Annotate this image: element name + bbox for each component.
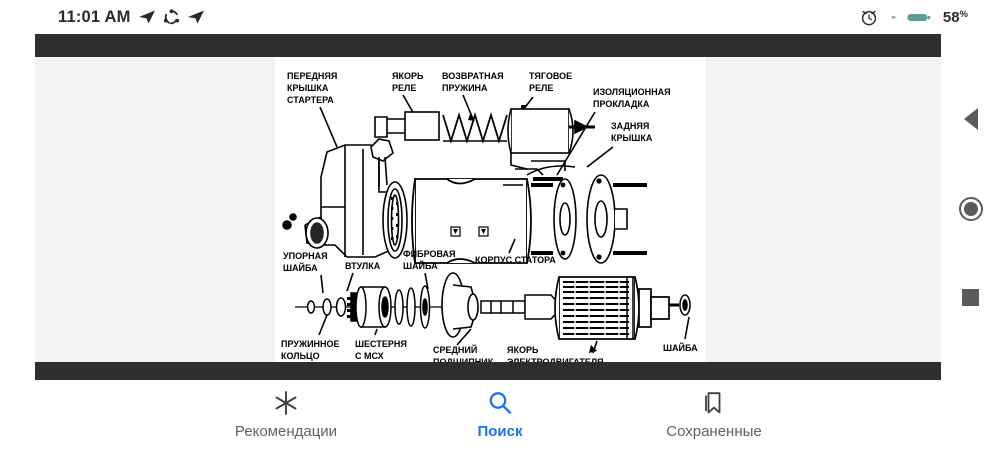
top-toolbar-bar	[35, 34, 941, 57]
label-spring-ring: ПРУЖИННОЕ КОЛЬЦО	[281, 339, 340, 361]
status-bar-left: 11:01 AM	[58, 8, 205, 27]
label-gear-with-overrunning-clutch: ШЕСТЕРНЯ С МСХ	[355, 339, 407, 361]
status-bar: 11:01 AM ••	[0, 0, 1000, 34]
label-traction-relay: ТЯГОВОЕ РЕЛЕ	[529, 71, 572, 93]
battery-percent-sign: %	[959, 8, 968, 20]
bottom-navigation: Рекомендации Поиск Сохраненные	[0, 380, 1000, 450]
label-fiber-washer: ФИБРОВАЯ ШАЙБА	[403, 249, 456, 271]
starter-motor-diagram-image[interactable]: ПЕРЕДНЯЯ КРЫШКА СТАРТЕРА ЯКОРЬ РЕЛЕ ВОЗВ…	[275, 57, 706, 362]
label-relay-armature: ЯКОРЬ РЕЛЕ	[392, 71, 424, 93]
label-rear-cover: ЗАДНЯЯ КРЫШКА	[611, 121, 653, 143]
label-line: ПЕРЕДНЯЯ	[287, 71, 337, 81]
label-line: ФИБРОВАЯ	[403, 249, 456, 259]
tiny-dot-icon: ••	[891, 12, 896, 22]
nav-tab-label: Рекомендации	[234, 423, 338, 440]
label-line: ВОЗВРАТНАЯ	[442, 71, 504, 81]
status-bar-clock: 11:01 AM	[58, 7, 131, 26]
label-line: РЕЛЕ	[529, 83, 553, 93]
label-line: КОЛЬЦО	[281, 351, 320, 361]
label-middle-bearing: СРЕДНИЙ ПОДШИПНИК	[433, 344, 494, 362]
nav-home-button[interactable]	[958, 197, 983, 222]
back-triangle-icon	[963, 107, 978, 130]
status-bar-right: •• 58%	[859, 7, 968, 27]
asterisk-icon	[273, 390, 299, 416]
send-icon	[187, 9, 205, 25]
nav-recents-button[interactable]	[962, 289, 979, 307]
label-bushing: ВТУЛКА	[345, 261, 381, 271]
battery-icon	[907, 11, 931, 24]
search-icon	[487, 390, 513, 416]
recents-square-icon	[962, 289, 979, 307]
nav-tab-label: Сохраненные	[666, 423, 762, 440]
share-nodes-icon	[163, 8, 180, 26]
label-thrust-washer: УПОРНАЯ ШАЙБА	[283, 251, 328, 273]
battery-percentage: 58%	[943, 9, 968, 26]
label-front-cover: ПЕРЕДНЯЯ КРЫШКА СТАРТЕРА	[287, 71, 337, 105]
label-line: ШЕСТЕРНЯ	[355, 339, 407, 349]
label-line: ЭЛЕКТРОДВИГАТЕЛЯ	[507, 357, 604, 362]
image-viewer-content[interactable]: ПЕРЕДНЯЯ КРЫШКА СТАРТЕРА ЯКОРЬ РЕЛЕ ВОЗВ…	[35, 57, 941, 362]
label-line: ВТУЛКА	[345, 261, 381, 271]
send-icon	[138, 9, 156, 25]
label-line: ЗАДНЯЯ	[611, 121, 649, 131]
label-line: С МСХ	[355, 351, 384, 361]
label-return-spring: ВОЗВРАТНАЯ ПРУЖИНА	[442, 71, 504, 93]
label-washer: ШАЙБА	[663, 342, 698, 353]
label-line: КОРПУС СТАТОРА	[475, 255, 556, 265]
label-line: ПРУЖИННОЕ	[281, 339, 340, 349]
app-content-frame: ПЕРЕДНЯЯ КРЫШКА СТАРТЕРА ЯКОРЬ РЕЛЕ ВОЗВ…	[35, 34, 941, 380]
label-line: УПОРНАЯ	[283, 251, 328, 261]
nav-tab-recommendations[interactable]: Рекомендации	[179, 390, 393, 440]
alarm-clock-icon	[859, 7, 879, 27]
label-insulating-gasket: ИЗОЛЯЦИОННАЯ ПРОКЛАДКА	[593, 87, 671, 109]
label-line: ПРОКЛАДКА	[593, 99, 650, 109]
nav-tab-label: Поиск	[477, 423, 523, 440]
label-line: КРЫШКА	[287, 83, 329, 93]
home-circle-icon	[958, 197, 983, 222]
nav-tab-saved[interactable]: Сохраненные	[607, 390, 821, 440]
nav-back-button[interactable]	[963, 107, 978, 130]
nav-tab-search[interactable]: Поиск	[393, 390, 607, 440]
label-line: РЕЛЕ	[392, 83, 416, 93]
label-line: СРЕДНИЙ	[433, 344, 477, 355]
label-line: ШАЙБА	[403, 260, 438, 271]
label-line: ПОДШИПНИК	[433, 357, 494, 362]
label-line: СТАРТЕРА	[287, 95, 334, 105]
label-motor-armature: ЯКОРЬ ЭЛЕКТРОДВИГАТЕЛЯ	[507, 345, 604, 362]
label-line: ТЯГОВОЕ	[529, 71, 572, 81]
label-line: ПРУЖИНА	[442, 83, 488, 93]
label-line: ЯКОРЬ	[392, 71, 424, 81]
label-line: ИЗОЛЯЦИОННАЯ	[593, 87, 671, 97]
bookmark-icon	[701, 390, 727, 416]
label-line: ЯКОРЬ	[507, 345, 539, 355]
label-line: ШАЙБА	[663, 342, 698, 353]
battery-value: 58	[942, 8, 960, 26]
label-line: КРЫШКА	[611, 133, 653, 143]
label-stator-housing: КОРПУС СТАТОРА	[475, 255, 556, 265]
android-navigation-bar	[941, 34, 1000, 380]
label-line: ШАЙБА	[283, 262, 318, 273]
bottom-toolbar-bar	[35, 362, 941, 380]
